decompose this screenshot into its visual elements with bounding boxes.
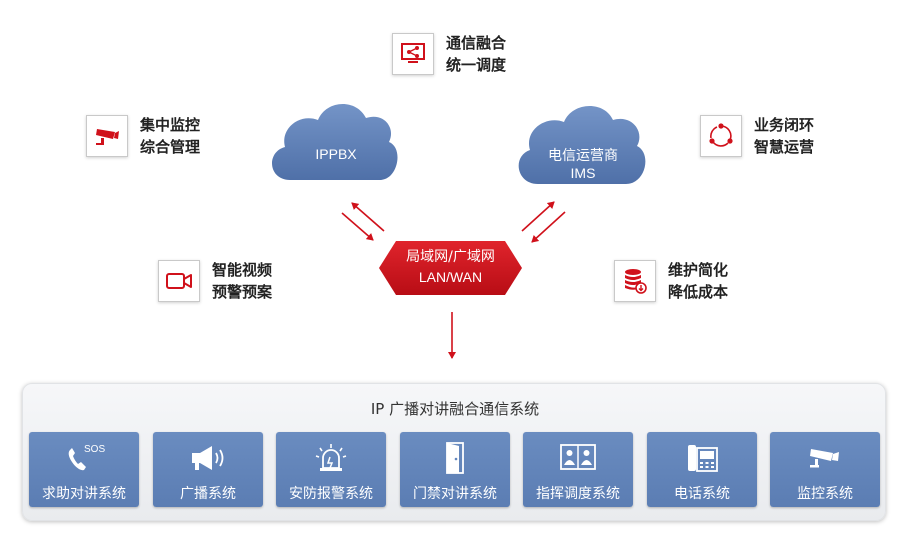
arrow-to-carrier — [521, 201, 555, 232]
door-icon — [446, 442, 464, 474]
tile-access-intercom[interactable]: 门禁对讲系统 — [400, 432, 510, 507]
network-label-cn: 局域网/广域网 — [406, 249, 495, 265]
tile-command-dispatch[interactable]: 指挥调度系统 — [523, 432, 633, 507]
video-camera-icon — [166, 273, 192, 289]
feature-box — [614, 260, 656, 302]
ippbx-cloud — [272, 103, 398, 180]
arrow-to-ippbx — [351, 202, 385, 232]
carrier-label-line1: 电信运营商 — [548, 147, 618, 163]
megaphone-icon — [192, 446, 224, 470]
tile-label: 求助对讲系统 — [42, 486, 126, 502]
sos-text: SOS — [84, 444, 105, 455]
systems-panel: IP 广播对讲融合通信系统 SOS 求助对讲系统 广播系统 — [22, 383, 886, 521]
network-hexagon — [379, 241, 522, 295]
panel-title: IP 广播对讲融合通信系统 — [370, 400, 540, 418]
feature-line1: 业务闭环 — [754, 116, 815, 134]
video-conference-icon — [560, 444, 596, 470]
feature-box — [392, 33, 434, 75]
feature-line2: 预警预案 — [212, 283, 273, 301]
feature-line1: 通信融合 — [446, 34, 507, 52]
feature-line1: 维护简化 — [668, 261, 729, 279]
feature-box — [158, 260, 200, 302]
tile-label: 监控系统 — [797, 486, 853, 502]
feature-closed-loop: 业务闭环 智慧运营 — [700, 114, 814, 158]
arrow-to-network-right — [531, 211, 566, 243]
feature-text: 智能视频 预警预案 — [212, 259, 272, 303]
arrow-to-network-left — [341, 212, 374, 241]
database-download-icon — [625, 269, 647, 294]
tile-label: 广播系统 — [180, 486, 236, 502]
tile-label: 指挥调度系统 — [536, 486, 620, 502]
feature-text: 维护简化 降低成本 — [668, 259, 728, 303]
sos-phone-icon: SOS — [68, 444, 105, 471]
feature-line2: 综合管理 — [140, 138, 201, 156]
feature-line1: 智能视频 — [212, 261, 273, 279]
monitor-share-icon — [401, 43, 425, 63]
feature-line2: 智慧运营 — [754, 138, 815, 156]
feature-text: 集中监控 综合管理 — [140, 114, 200, 158]
ippbx-label: IPPBX — [315, 146, 357, 162]
tile-label: 安防报警系统 — [289, 486, 373, 502]
feature-maintenance: 维护简化 降低成本 — [614, 259, 728, 303]
feature-box — [86, 115, 128, 157]
cycle-icon — [709, 123, 733, 147]
feature-line1: 集中监控 — [140, 116, 201, 134]
feature-text: 通信融合 统一调度 — [446, 32, 506, 76]
camera-icon — [96, 129, 119, 145]
carrier-label-line2: IMS — [570, 165, 596, 181]
feature-line2: 统一调度 — [446, 56, 507, 74]
desk-phone-icon — [688, 445, 718, 472]
alarm-light-icon — [315, 444, 347, 471]
tile-security-alarm[interactable]: 安防报警系统 — [276, 432, 386, 507]
feature-text: 业务闭环 智慧运营 — [754, 114, 814, 158]
cctv-camera-icon — [810, 449, 839, 468]
tile-telephone[interactable]: 电话系统 — [647, 432, 757, 507]
feature-monitor-mgmt: 集中监控 综合管理 — [86, 114, 200, 158]
tile-broadcast[interactable]: 广播系统 — [153, 432, 263, 507]
feature-comm-dispatch: 通信融合 统一调度 — [392, 32, 506, 76]
tile-surveillance[interactable]: 监控系统 — [770, 432, 880, 507]
feature-box — [700, 115, 742, 157]
tile-help-intercom[interactable]: SOS 求助对讲系统 — [29, 432, 139, 507]
tile-label: 门禁对讲系统 — [413, 486, 497, 502]
carrier-cloud — [518, 105, 646, 184]
feature-line2: 降低成本 — [668, 283, 729, 301]
feature-video-alarm: 智能视频 预警预案 — [158, 259, 272, 303]
tile-label: 电话系统 — [674, 486, 730, 502]
carrier-label: 电信运营商 IMS — [528, 146, 638, 182]
network-label-en: LAN/WAN — [418, 269, 483, 285]
network-label: 局域网/广域网 LAN/WAN — [379, 247, 522, 287]
